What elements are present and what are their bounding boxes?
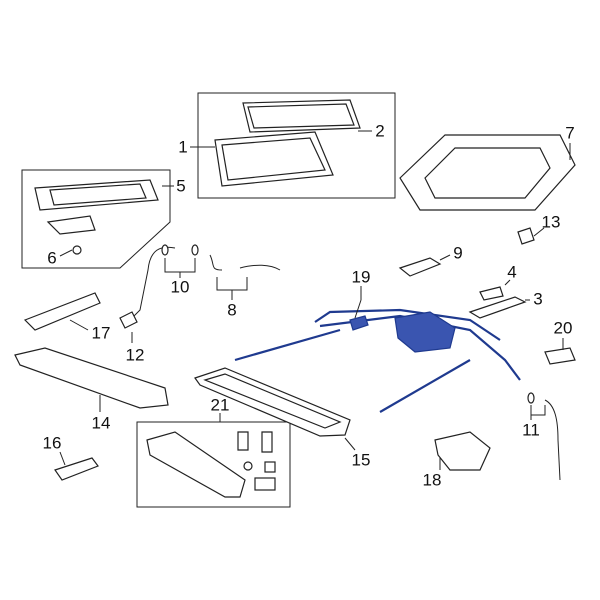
part-19-drive-assembly <box>234 308 521 413</box>
part-6-handle <box>46 215 96 235</box>
part-21-bracket-a <box>237 431 249 451</box>
callout-11: 11 <box>522 420 540 440</box>
part-1-glass-inner <box>221 137 326 181</box>
callout-14: 14 <box>91 413 111 433</box>
part-6-clip <box>72 245 82 255</box>
callout-13: 13 <box>541 212 561 232</box>
callout-6: 6 <box>47 248 57 268</box>
part-8-hose-a <box>209 254 223 271</box>
callout-9: 9 <box>453 243 463 263</box>
part-10-clip-b <box>191 244 199 256</box>
callout-5: 5 <box>176 176 186 196</box>
part-10-drain-tube <box>129 246 176 321</box>
part-10-clip-a <box>161 244 169 256</box>
part-18-motor <box>434 431 491 471</box>
part-9-bracket <box>398 257 442 277</box>
part-11-drain-hose <box>544 399 561 481</box>
part-16-bracket <box>54 457 99 481</box>
callout-8: 8 <box>227 300 237 320</box>
part-21-clip <box>243 461 253 471</box>
part-21-pad <box>254 477 276 491</box>
callout-21: 21 <box>210 395 230 415</box>
callout-18: 18 <box>422 470 442 490</box>
callout-17: 17 <box>91 323 111 343</box>
part-17-rail <box>23 292 101 331</box>
part-2-seal-inner <box>247 103 355 129</box>
part-8-hose-b <box>239 264 281 271</box>
callout-19: 19 <box>351 267 371 287</box>
part-15-rear-frame-inner <box>203 373 342 429</box>
callout-2: 2 <box>375 121 385 141</box>
group-box-glass <box>197 92 396 199</box>
part-14-deflector-frame <box>14 347 169 409</box>
part-21-bracket-b <box>261 431 273 453</box>
part-21-deflector <box>146 431 246 498</box>
callout-20: 20 <box>553 318 573 338</box>
callout-15: 15 <box>351 450 371 470</box>
callout-1: 1 <box>178 137 188 157</box>
callout-16: 16 <box>42 433 62 453</box>
callout-4: 4 <box>507 262 517 282</box>
part-3-guide <box>468 296 527 319</box>
callout-7: 7 <box>565 123 575 143</box>
part-11-clip <box>527 392 535 404</box>
callout-10: 10 <box>170 277 190 297</box>
part-4-clip <box>479 286 504 301</box>
part-7-frame-opening <box>424 147 551 199</box>
part-20-bracket <box>544 347 576 365</box>
part-21-screw <box>264 461 276 473</box>
group-box-deflector <box>136 421 291 508</box>
callout-12: 12 <box>125 345 145 365</box>
callout-3: 3 <box>533 289 543 309</box>
part-5-sunshade-inner <box>49 183 147 206</box>
part-12-drain-hose <box>119 311 138 329</box>
part-13-clip <box>517 227 535 245</box>
group-box-sunshade <box>21 169 171 269</box>
